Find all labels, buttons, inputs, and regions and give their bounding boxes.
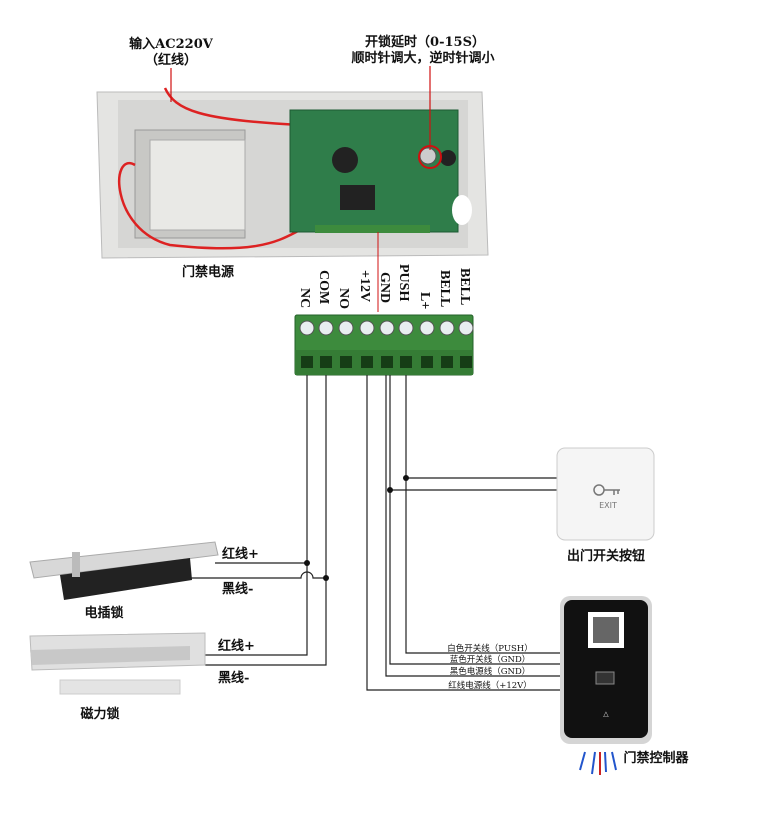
terminal-block xyxy=(294,314,474,376)
terminal-label-no: NO xyxy=(336,288,351,309)
terminal-socket xyxy=(381,356,393,368)
exit-button-label: 出门开关按钮 xyxy=(567,548,645,564)
bell-icon: △ xyxy=(603,710,609,718)
exit-button-device: EXIT xyxy=(556,447,655,541)
terminal-socket xyxy=(400,356,412,368)
terminal-label-push: PUSH xyxy=(396,264,411,301)
terminal-label-l: L+ xyxy=(417,292,432,309)
magnetic-lock xyxy=(29,632,206,695)
access-controller-device: △ xyxy=(560,596,652,775)
wire-label-push: 白色开关线（PUSH） xyxy=(447,643,532,654)
power-supply-label: 门禁电源 xyxy=(182,264,234,280)
terminal-socket xyxy=(301,356,313,368)
terminal-label-bell1: BELL xyxy=(437,270,452,307)
terminal-socket xyxy=(441,356,453,368)
wires xyxy=(190,375,560,691)
maglock-black-wire-label: 黑线- xyxy=(218,670,249,686)
terminal-screw-no xyxy=(338,320,354,336)
electric-bolt-lock xyxy=(29,541,219,600)
terminal-socket xyxy=(361,356,373,368)
electric-bolt-label: 电插锁 xyxy=(84,605,123,621)
terminal-label-gnd: GND xyxy=(377,272,392,303)
potentiometer-marker xyxy=(418,145,442,169)
bolt-red-wire-label: 红线+ xyxy=(222,546,259,562)
wire-label-red-12v: 红线电源线（+12V） xyxy=(448,680,532,691)
delay-title: 开锁延时（0-15S） xyxy=(365,34,485,50)
terminal-screw-bell xyxy=(458,320,474,336)
terminal-screw-12v xyxy=(359,320,375,336)
terminal-screw-l xyxy=(419,320,435,336)
terminal-screw-push xyxy=(398,320,414,336)
input-power-note: （红线） xyxy=(145,52,197,68)
delay-note: 顺时针调大，逆时针调小 xyxy=(351,50,494,66)
terminal-screw-bell xyxy=(439,320,455,336)
terminal-socket xyxy=(421,356,433,368)
terminal-label-bell2: BELL xyxy=(457,268,472,305)
terminal-label-com: COM xyxy=(316,270,331,304)
magnetic-lock-label: 磁力锁 xyxy=(80,706,119,722)
terminal-label-nc: NC xyxy=(297,288,312,308)
terminal-screw-nc xyxy=(299,320,315,336)
input-power-label: 输入AC220V xyxy=(129,36,214,52)
terminal-socket xyxy=(320,356,332,368)
terminal-label-12v: +12V xyxy=(357,270,372,302)
terminal-socket xyxy=(340,356,352,368)
wire-label-blue-gnd: 蓝色开关线（GND） xyxy=(450,654,531,665)
terminal-screw-com xyxy=(318,320,334,336)
power-supply-unit xyxy=(96,87,489,259)
terminal-screw-gnd xyxy=(379,320,395,336)
bolt-black-wire-label: 黑线- xyxy=(222,581,253,597)
terminal-socket xyxy=(460,356,472,368)
maglock-red-wire-label: 红线+ xyxy=(218,638,255,654)
wire-label-black-gnd: 黑色电源线（GND） xyxy=(450,666,531,677)
exit-text: EXIT xyxy=(599,501,617,510)
terminal-labels: NC COM NO +12V GND PUSH L+ BELL BELL xyxy=(297,264,472,309)
controller-label: 门禁控制器 xyxy=(623,750,689,766)
